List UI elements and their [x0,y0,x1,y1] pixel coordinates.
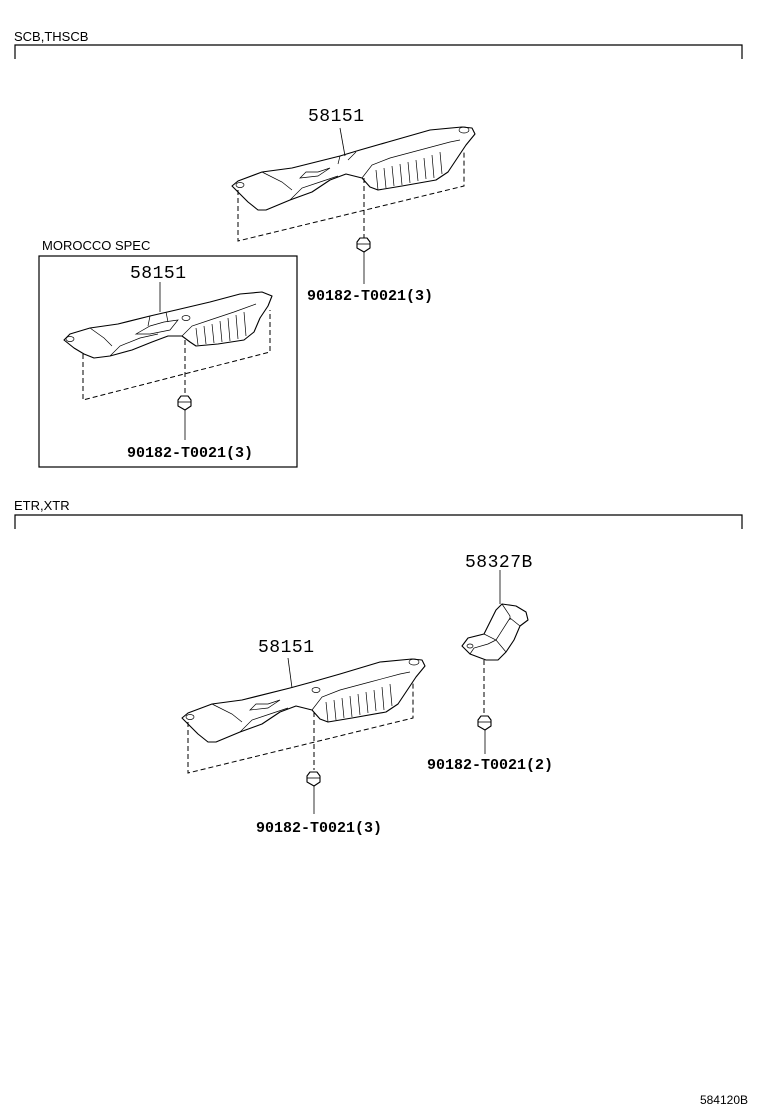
cover-bottom-leader [287,657,293,689]
cover-morocco-shape [63,291,273,359]
section-label-morocco: MOROCCO SPEC [42,238,150,253]
clip-bracket-icon [477,715,492,731]
part-number-clip-bracket[interactable]: 90182-T0021(2) [427,757,553,774]
cover-morocco-dash-outline [82,310,271,401]
bracket-shape [461,603,529,661]
part-number-clip-top[interactable]: 90182-T0021(3) [307,288,433,305]
cover-bottom-group[interactable] [181,658,426,743]
section-label-scb: SCB,THSCB [14,29,88,44]
clip-morocco-icon [177,395,192,411]
part-number-cover-morocco[interactable]: 58151 [130,264,187,284]
cover-top-dash-outline [237,150,465,242]
cover-bottom-dash-outline [187,682,414,774]
section-bracket-etr [14,514,743,529]
cover-top-group[interactable] [231,126,476,211]
cover-top-shape [231,126,476,211]
clip-top-icon [356,237,371,253]
cover-morocco-group[interactable] [63,291,273,359]
diagram-ref-code: 584120B [700,1093,748,1107]
section-label-etr: ETR,XTR [14,498,70,513]
part-number-clip-bottom[interactable]: 90182-T0021(3) [256,820,382,837]
clip-bottom-icon [306,771,321,787]
cover-bottom-shape [181,658,426,743]
section-bracket-scb [14,44,743,59]
cover-top-leader [339,127,346,157]
morocco-spec-box [38,255,298,468]
part-number-cover-bottom[interactable]: 58151 [258,638,315,658]
part-number-clip-morocco[interactable]: 90182-T0021(3) [127,445,253,462]
part-number-cover-top[interactable]: 58151 [308,107,365,127]
part-number-bracket[interactable]: 58327B [465,553,533,573]
bracket-group[interactable] [461,603,529,661]
